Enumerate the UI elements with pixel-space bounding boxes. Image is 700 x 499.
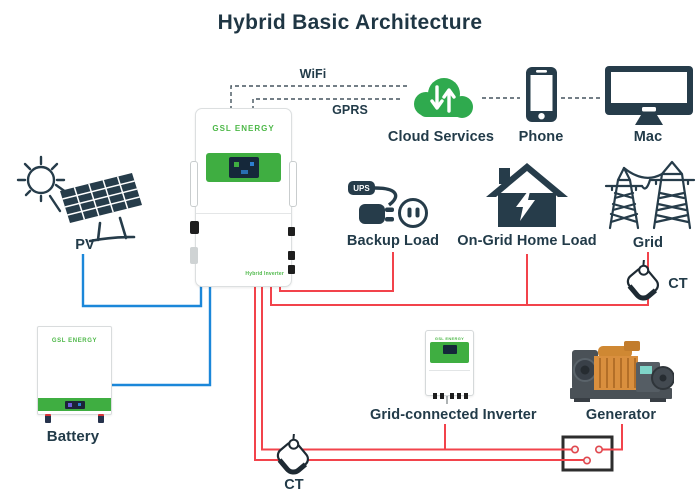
- pv-dc-wire: [81, 254, 203, 308]
- gci-brand-label: GSL ENERGY: [434, 336, 465, 341]
- gprs-label: GPRS: [332, 103, 368, 117]
- sync-arrows-icon: [430, 85, 456, 113]
- home-load-icon: [486, 163, 568, 227]
- pv-solar-icon: [16, 155, 142, 243]
- outlet-icon: [398, 198, 428, 228]
- mac-label: Mac: [633, 129, 663, 145]
- battery-green-stripe: [38, 398, 111, 411]
- ups-plug-icon: UPS: [348, 181, 398, 224]
- gci-screen: [442, 345, 457, 354]
- screen-pixel: [240, 170, 248, 174]
- grid-connected-inverter-device: GSL ENERGY: [425, 330, 474, 399]
- pv-label: PV: [75, 237, 95, 253]
- gprs-link-line: [252, 98, 403, 110]
- ups-tag-label: UPS: [353, 184, 370, 193]
- grid-load-wire: [270, 252, 649, 306]
- screen-pixel: [233, 162, 239, 167]
- display-pixel: [77, 402, 81, 406]
- phone-label: Phone: [518, 129, 564, 145]
- page-title: Hybrid Basic Architecture: [217, 11, 483, 34]
- gci-port: [440, 393, 444, 399]
- gci-port: [450, 393, 454, 399]
- dc-wires-blue: [81, 254, 212, 387]
- backup-load-label: Backup Load: [346, 233, 440, 249]
- hybrid-inverter-device: GSL ENERGY Hybrid Inverter: [190, 108, 297, 287]
- grid-connected-inverter-label: Grid-connected Inverter: [370, 407, 537, 423]
- phone-icon: [526, 67, 557, 122]
- inverter-display-panel: [206, 153, 281, 182]
- generator-wire: [602, 424, 623, 451]
- inverter-brand-label: GSL ENERGY: [212, 124, 275, 133]
- backup-load-wire: [279, 252, 394, 292]
- comm-dashed-links: [230, 85, 602, 110]
- cloud-services-label: Cloud Services: [387, 129, 495, 145]
- backup-load-icon: UPS: [348, 181, 428, 228]
- terminal-bottom: [582, 456, 591, 465]
- sun-icon: [16, 155, 72, 213]
- gci-display-panel: [430, 342, 469, 363]
- junction-top-wire: [261, 284, 572, 451]
- grid-label: Grid: [632, 235, 664, 251]
- ct-backup-label: CT: [284, 477, 304, 493]
- inverter-port: [288, 265, 295, 274]
- ct-clamp-grid-icon: [626, 260, 660, 301]
- gci-port: [464, 393, 468, 399]
- on-grid-home-load-label: On-Grid Home Load: [457, 233, 597, 249]
- junction-bottom-wire: [254, 284, 584, 461]
- grid-towers-icon: [604, 160, 696, 230]
- screen-pixel: [249, 162, 254, 166]
- generator-label: Generator: [585, 407, 657, 423]
- battery-display: [64, 400, 85, 409]
- inverter-handle-left: [190, 161, 198, 207]
- ct-grid-label: CT: [668, 276, 688, 292]
- terminal-left: [570, 445, 579, 454]
- mac-icon: [605, 66, 693, 125]
- terminal-right: [594, 445, 603, 454]
- gci-divider: [429, 370, 470, 371]
- ac-wires-red: [254, 252, 649, 461]
- inverter-screen: [228, 157, 259, 178]
- inverter-port: [288, 251, 295, 260]
- ct-clamp-backup-icon: [276, 434, 310, 475]
- display-pixel: [67, 402, 72, 407]
- junction-box: [561, 435, 614, 472]
- inverter-side-connector: [190, 247, 198, 264]
- junction-terminals: [570, 445, 603, 465]
- inverter-port: [288, 227, 295, 236]
- battery-terminal: [45, 414, 51, 423]
- inverter-divider: [196, 213, 291, 214]
- solar-panel-icon: [60, 173, 142, 243]
- battery-label: Battery: [46, 428, 100, 445]
- generator-icon: [570, 341, 674, 402]
- battery-dc-wire: [111, 286, 212, 387]
- inverter-breaker-knob: [190, 221, 199, 234]
- battery-terminal: [98, 414, 104, 423]
- inverter-model-label: Hybrid Inverter: [245, 271, 284, 277]
- inverter-handle-right: [289, 161, 297, 207]
- battery-brand-label: GSL ENERGY: [51, 338, 98, 344]
- gci-port: [457, 393, 461, 399]
- bolt-icon: [516, 187, 535, 221]
- gci-port: [433, 393, 437, 399]
- wifi-link-line: [230, 85, 410, 110]
- battery-device: GSL ENERGY: [37, 326, 112, 423]
- wifi-label: WiFi: [299, 67, 327, 81]
- cloud-services-icon: [414, 78, 473, 118]
